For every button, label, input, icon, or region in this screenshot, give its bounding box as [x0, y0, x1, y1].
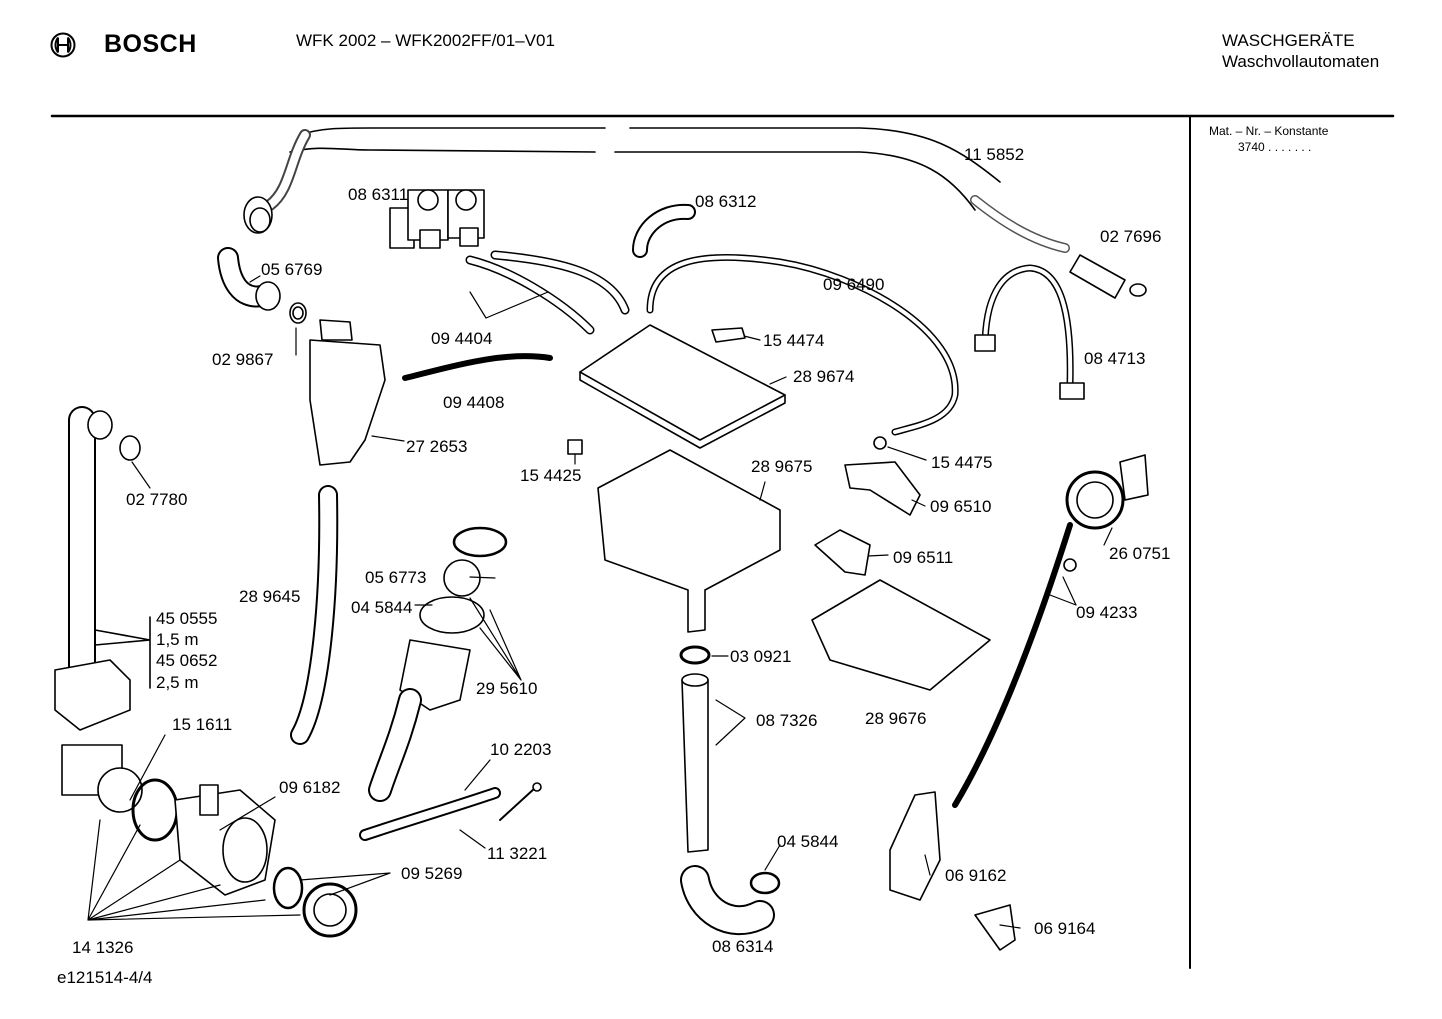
part-label: 02 9867 — [212, 350, 274, 369]
bottom-hose-drawing — [680, 865, 781, 935]
part-label: 09 4233 — [1076, 603, 1138, 622]
part-label: 28 9675 — [751, 457, 813, 476]
pressure-switch-drawing — [1065, 454, 1149, 530]
part-label: 11 5852 — [964, 145, 1025, 164]
part-label: 28 9674 — [793, 367, 855, 386]
connection-hoses-drawing — [465, 250, 630, 335]
part-label: 1,5 m — [156, 630, 199, 649]
part-label: 09 6490 — [823, 275, 885, 294]
part-label: 09 4404 — [431, 329, 493, 348]
part-label: 09 4408 — [443, 393, 505, 412]
part-label: 08 6311 — [348, 185, 409, 204]
small-hoses-drawing — [359, 782, 542, 841]
overflow-pipe-drawing — [679, 645, 711, 853]
part-label: 02 7780 — [126, 490, 188, 509]
part-label: 04 5844 — [777, 832, 839, 851]
pipe-connector-drawing — [1069, 254, 1147, 299]
part-label: 15 4425 — [520, 466, 582, 485]
part-label: 06 9162 — [945, 866, 1007, 885]
clip-drawing — [711, 327, 746, 343]
part-label: 15 4475 — [931, 453, 993, 472]
dispenser-housing-drawing — [597, 449, 781, 633]
mat-number-label: Mat. – Nr. – Konstante — [1209, 124, 1329, 138]
model-title: WFK 2002 – WFK2002FF/01–V01 — [296, 31, 555, 50]
part-label: 05 6773 — [365, 568, 427, 587]
bosch-logo-icon — [50, 32, 76, 58]
dispenser-cover-drawing — [579, 324, 786, 449]
inlet-valve-drawing — [389, 189, 485, 249]
long-hose-drawing — [646, 253, 959, 436]
air-trap-drawing — [309, 319, 386, 466]
length-leader-lines — [94, 616, 151, 689]
part-label: 45 0652 — [156, 651, 218, 670]
part-label: 09 6182 — [279, 778, 341, 797]
mat-number-value: 3740 . . . . . . . — [1238, 140, 1312, 154]
part-label: 10 2203 — [490, 740, 552, 759]
part-label: 09 6510 — [930, 497, 992, 516]
detergent-drawer-drawing — [811, 579, 991, 691]
short-hose-drawing — [402, 353, 553, 381]
part-label: 2,5 m — [156, 673, 199, 692]
bracket-parts-drawing — [889, 791, 1016, 951]
part-label: 11 3221 — [487, 844, 548, 863]
part-label: 29 5610 — [476, 679, 538, 698]
part-label: 08 6312 — [695, 192, 757, 211]
hose-bracket-drawing — [974, 264, 1085, 400]
part-label: 28 9645 — [239, 587, 301, 606]
inlet-hose-drawing — [243, 127, 1070, 253]
part-label: 15 1611 — [172, 715, 233, 734]
part-label: 08 6314 — [712, 937, 774, 956]
small-hose-drawing — [632, 203, 696, 258]
part-label: 09 6511 — [893, 548, 954, 567]
part-label: 06 9164 — [1034, 919, 1096, 938]
part-label: 08 4713 — [1084, 349, 1146, 368]
category-title: WASCHGERÄTE — [1222, 31, 1355, 50]
part-label: 08 7326 — [756, 711, 818, 730]
drawing-id: e121514-4/4 — [57, 968, 153, 987]
part-label: 27 2653 — [406, 437, 468, 456]
part-label: 04 5844 — [351, 598, 413, 617]
small-plug-drawing — [567, 439, 583, 455]
part-label: 09 5269 — [401, 864, 463, 883]
part-label: 05 6769 — [261, 260, 323, 279]
part-label: 03 0921 — [730, 647, 792, 666]
vertical-hose-drawing — [290, 485, 339, 745]
dispenser-parts-drawing — [814, 436, 921, 576]
part-label: 28 9676 — [865, 709, 927, 728]
part-label: 26 0751 — [1109, 544, 1171, 563]
part-label: 14 1326 — [72, 938, 134, 957]
subcategory-title: Waschvollautomaten — [1222, 52, 1380, 71]
part-label: 02 7696 — [1100, 227, 1162, 246]
part-label: 45 0555 — [156, 609, 218, 628]
brand-name: BOSCH — [104, 30, 197, 58]
elbow-hose-drawing — [217, 247, 307, 324]
leader-lines — [87, 275, 1113, 929]
drain-pump-drawing — [54, 659, 358, 938]
part-label: 15 4474 — [763, 331, 825, 350]
pressure-hose-drawing — [952, 522, 1077, 808]
drain-hose-drawing — [68, 406, 141, 714]
sump-hose-drawing — [368, 526, 508, 802]
